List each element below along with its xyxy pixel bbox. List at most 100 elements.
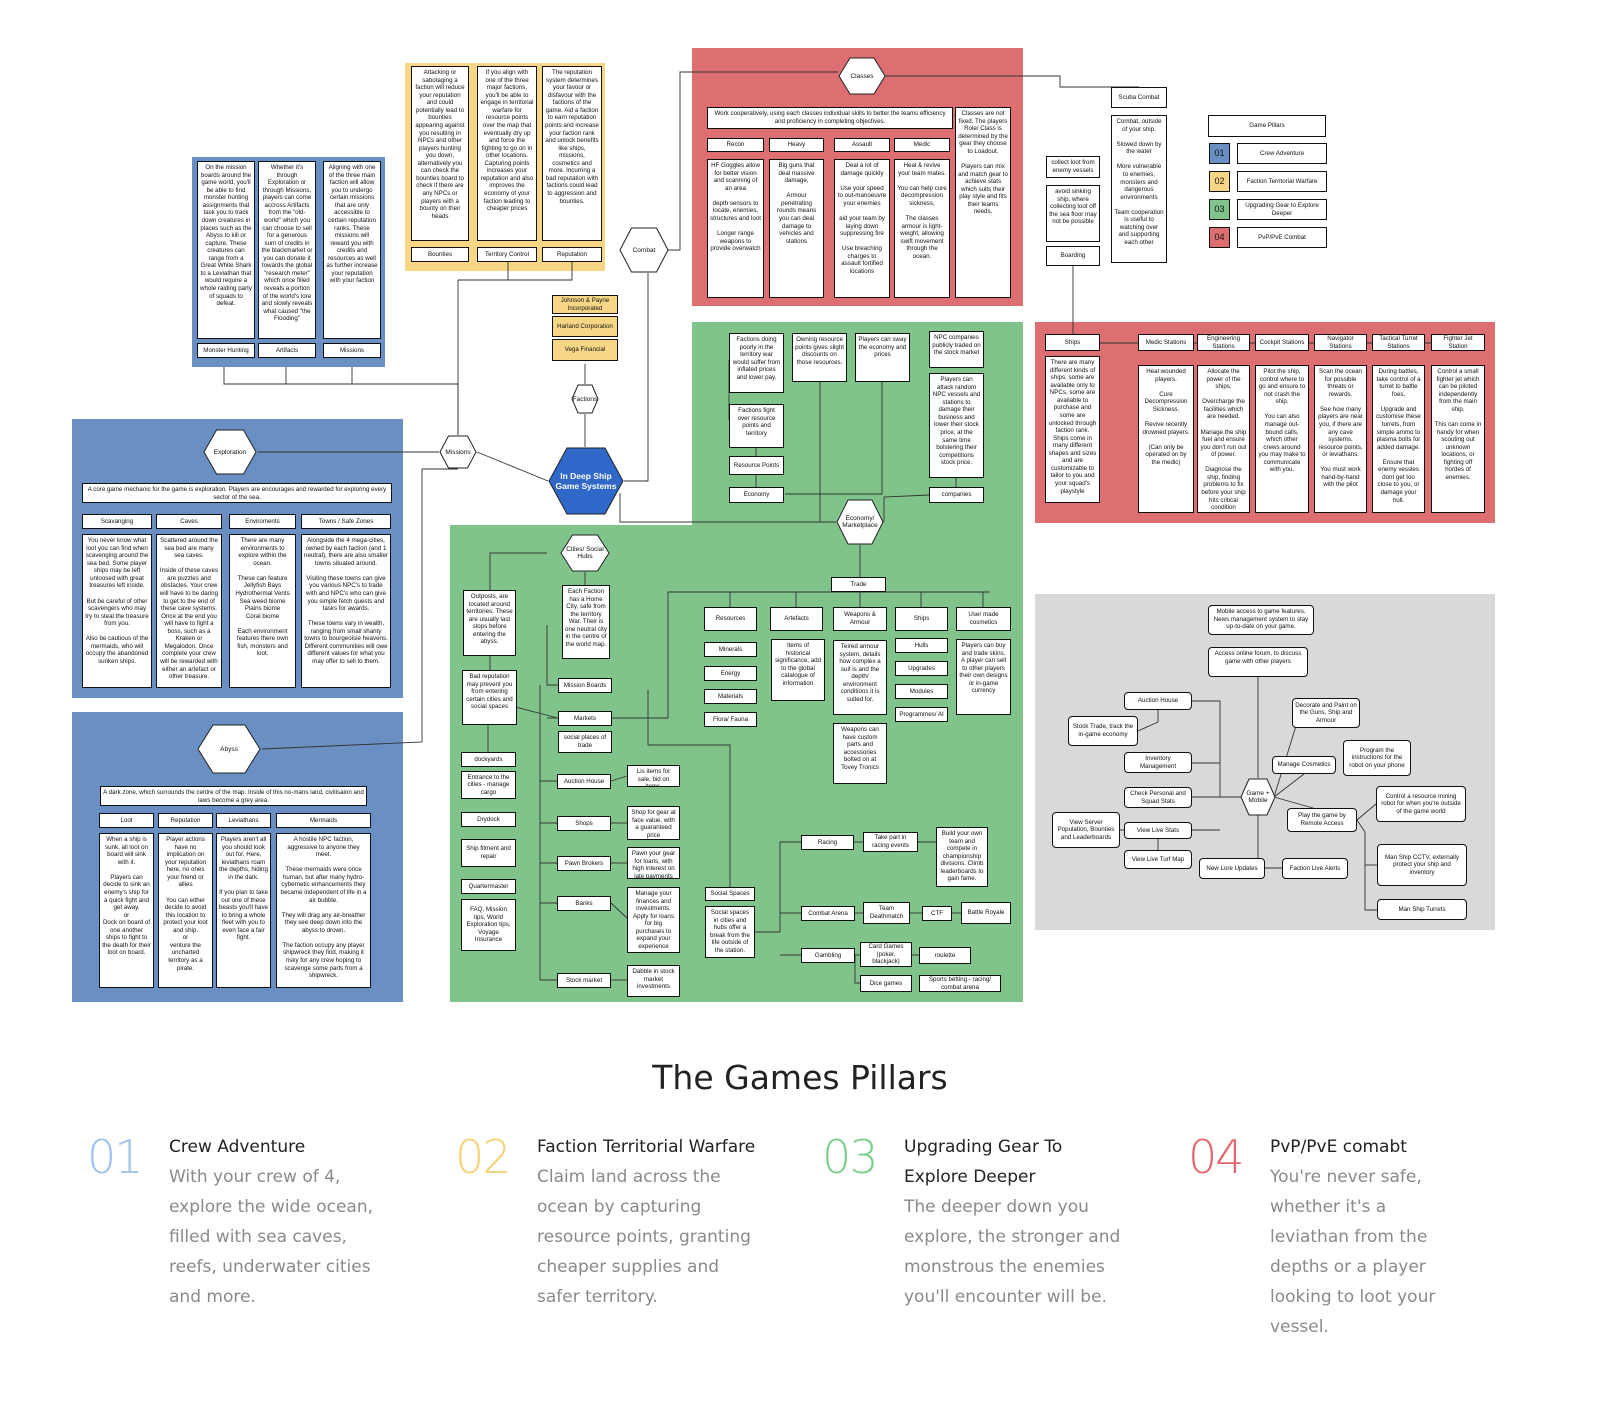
classes-side-note: Classes are not fixed. The players Role/… (955, 107, 1011, 298)
faction-text-box: The reputation system determines your fa… (542, 66, 602, 241)
economy-note: Factions fight over resource points and … (729, 404, 784, 448)
ship-station-text: Pilot the ship, control where to go and … (1255, 365, 1309, 513)
boarding-note: avoid sinking ship, where collecting loo… (1046, 185, 1100, 242)
economy-hex: Economy/ Marketplace (836, 499, 884, 545)
ship-station-label: Tactical Turret Stations (1372, 334, 1425, 351)
markets-box: Markets (558, 711, 612, 726)
cities-home-note: Each Faction has a Home City, safe from … (562, 585, 610, 659)
ship-station-text: Scan the ocean for possible threats or r… (1314, 365, 1367, 513)
mobile-cctv: Man Ship CCTV, externally protect your s… (1377, 844, 1467, 886)
pillar-name: Faction Territorial Warfare (537, 1137, 756, 1157)
city-facility: Ship fitment and repair (461, 839, 516, 867)
gambling-item: Card Games (poker, blackjack) (860, 942, 912, 967)
scuba-text: Combat, outside of your ship. Slowed dow… (1111, 115, 1167, 263)
abyss-label: Reputation (158, 813, 213, 828)
mobile-check-stats: Check Personal and Squad Stats (1124, 787, 1192, 808)
market-item-label: Banks (557, 896, 611, 911)
economy-note: NPC companies publicly traded on the sto… (929, 331, 984, 368)
city-facility: Drydock (461, 812, 516, 827)
connector (624, 273, 649, 482)
faction-label-box: Reputation (542, 247, 602, 262)
outposts-note: Outposts, are located around territories… (463, 590, 516, 656)
exploration-hex: Exploration (203, 429, 257, 475)
bad-rep-note: Bad reputation may prevent you from ente… (462, 670, 517, 725)
market-item-label: Stock market (557, 973, 611, 988)
racing-box: Racing (801, 835, 854, 850)
pillar-description: With your crew of 4, explore the wide oc… (169, 1167, 373, 1307)
combat-hex: Combat (619, 227, 669, 273)
ship-station-label: Ships (1045, 334, 1100, 351)
mobile-robot: Control a resource mining robot for when… (1376, 786, 1466, 822)
pillar-name: Crew Adventure (169, 1137, 306, 1157)
artefacts-note: Items of historical significance, add to… (771, 639, 825, 701)
mobile-top-note: Mobile access to game features. News man… (1208, 605, 1314, 635)
city-facility: dockyards (461, 752, 516, 767)
cosmetics-note: Players can buy and trade skins. A playe… (956, 639, 1011, 715)
legend-number: 01 (1209, 143, 1230, 164)
ship-upgrade-item: Modules (895, 684, 948, 699)
gambling-item: roulette (919, 947, 971, 964)
pillar-number: 02 (455, 1130, 512, 1184)
mobile-view-server: View Server Population, Bounties and Lea… (1052, 812, 1120, 848)
exploration-label: Enviroments (229, 514, 296, 529)
arena-mode: Battle Royale (961, 902, 1011, 924)
game-mobile-hex: Game + Mobile (1240, 778, 1276, 816)
economy-note: Players can attack random NPC vessels an… (929, 373, 984, 478)
mission-text-box: Aligning with one of the three main fact… (323, 161, 381, 339)
arena-mode: CTF (922, 906, 952, 921)
market-item-label: Auction House (557, 774, 611, 789)
market-item-note: Dabble in stock market investments (627, 965, 680, 997)
resource-item: Energy (704, 666, 757, 681)
class-label: Recon (707, 138, 764, 152)
economy-box: Economy (729, 487, 784, 503)
mobile-forum-note: Access online forum, to discuss game wit… (1208, 647, 1308, 677)
class-text: Deal a lot of damage quickly Use your sp… (834, 159, 890, 298)
exploration-text: You never know what loot you can find wh… (82, 534, 152, 688)
pillar-description: Claim land across the ocean by capturing… (537, 1167, 751, 1307)
class-label: Assault (834, 138, 890, 152)
ship-station-text: During battles, take control of a turret… (1372, 365, 1425, 513)
mission-label-box: Artifacts (258, 343, 316, 358)
abyss-label: Loot (99, 813, 154, 828)
gambling-item: Sports betting - racing/ combat arena (919, 975, 1001, 992)
gambling-box: Gambling (801, 948, 855, 963)
market-item-note: Lis items for sale, bid on items. (627, 765, 680, 787)
trade-category: Weapons & Armour (833, 607, 887, 631)
exploration-label: Towns / Safe Zones (301, 514, 391, 529)
game-mobile-hex-label: Game + Mobile (1246, 790, 1270, 804)
legend-label: Faction Territorial Warfare (1237, 171, 1327, 192)
legend-number: 02 (1209, 171, 1230, 192)
pillars-title: The Games Pillars (652, 1058, 948, 1097)
abyss-hex: Abyss (197, 724, 261, 774)
social-trade-box: social places of trade (558, 731, 612, 753)
mobile-stock: Stock Trade, track the in-game economy (1068, 716, 1138, 746)
faction-text-box: If you align with one of the three major… (477, 66, 537, 241)
economy-note: Players can sway the economy and prices (855, 333, 910, 382)
mobile-auction: Auction House (1124, 692, 1192, 710)
trade-category: User made cosmetics (956, 607, 1011, 631)
core-hub-hex-label: In Deep Ship Game Systems (555, 471, 617, 491)
ship-upgrade-item: Upgrades (895, 661, 948, 676)
racing-build-note: Build your own team and compete in champ… (936, 827, 988, 887)
combat-hex-label: Combat (632, 246, 656, 254)
mobile-turf: View Live Turf Map (1124, 850, 1192, 869)
pillar-number: 04 (1188, 1130, 1245, 1184)
ship-station-text: Control a small fighter jet which can be… (1431, 365, 1485, 513)
abyss-text: Players aren't all you should look out f… (216, 833, 271, 988)
exploration-text: Scattered around the sea bed are many se… (156, 534, 222, 688)
class-text: Heal & revive your team mates. You can h… (894, 159, 950, 298)
mobile-lore: New Lore Updates (1199, 858, 1265, 879)
racing-events-note: Take part in racing events (863, 832, 918, 852)
resource-item: Minerals (704, 642, 757, 657)
ship-station-label: Fighter Jet Station (1431, 334, 1485, 351)
boarding-label: Boarding (1046, 246, 1100, 266)
mobile-cosmetics: Manage Cosmetics (1272, 756, 1336, 774)
faction-name: Harland Corporation (552, 316, 618, 337)
legend-label: Upgrading Gear to Explore Deeper (1237, 199, 1327, 220)
companies-box: companies (929, 487, 984, 503)
factions-hex-label: Factions (572, 395, 598, 403)
economy-hex-label: Economy/ Marketplace (842, 515, 878, 529)
classes-intro: Work cooperatively, using each classes i… (707, 107, 953, 129)
resource-item: Materials (704, 689, 757, 704)
